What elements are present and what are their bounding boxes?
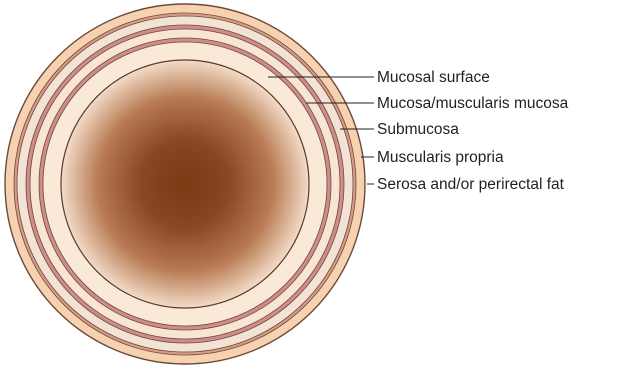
label-mucosal-surface: Mucosal surface bbox=[377, 69, 490, 86]
label-serosa-perirectal-fat: Serosa and/or perirectal fat bbox=[377, 176, 565, 193]
label-muscularis-propria: Muscularis propria bbox=[377, 149, 504, 166]
label-submucosa: Submucosa bbox=[377, 121, 459, 138]
rectal-cross-section bbox=[5, 4, 365, 364]
label-mucosa-muscularis-mucosa: Mucosa/muscularis mucosa bbox=[377, 95, 569, 112]
layer-labels: Mucosal surface Mucosa/muscularis mucosa… bbox=[377, 69, 569, 193]
lumen bbox=[61, 60, 309, 308]
